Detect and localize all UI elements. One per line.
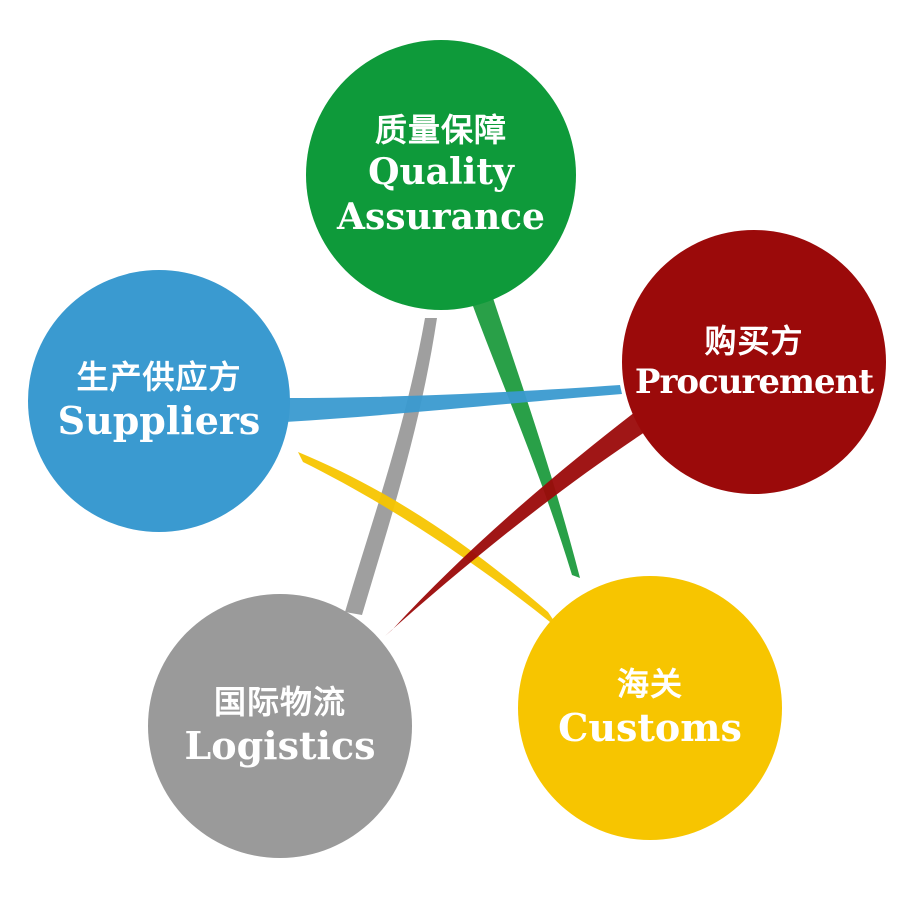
node-logistics: 国际物流 Logistics xyxy=(148,594,412,858)
node-customs-zh: 海关 xyxy=(616,665,683,704)
node-quality-assurance: 质量保障 Quality Assurance xyxy=(306,40,576,310)
node-suppliers-en: Suppliers xyxy=(57,398,261,444)
node-quality-assurance-en-line2: Assurance xyxy=(337,196,545,238)
connector-procurement-logistics xyxy=(385,412,648,636)
connector-logistics-quality xyxy=(345,318,437,615)
connector-suppliers-customs xyxy=(298,452,560,630)
node-customs: 海关 Customs xyxy=(518,576,782,840)
node-logistics-en: Logistics xyxy=(184,723,376,769)
node-customs-en: Customs xyxy=(558,705,742,751)
node-procurement-zh: 购买方 xyxy=(704,321,804,360)
node-procurement: 购买方 Procurement xyxy=(622,230,886,494)
node-quality-assurance-zh: 质量保障 xyxy=(374,111,507,149)
node-procurement-en: Procurement xyxy=(634,361,874,402)
node-suppliers-zh: 生产供应方 xyxy=(76,358,242,397)
node-quality-assurance-en-line1: Quality xyxy=(368,151,514,193)
node-suppliers: 生产供应方 Suppliers xyxy=(28,270,290,532)
connector-quality-customs xyxy=(470,295,580,578)
connector-suppliers-procurement xyxy=(285,385,622,422)
node-logistics-zh: 国际物流 xyxy=(213,683,346,722)
